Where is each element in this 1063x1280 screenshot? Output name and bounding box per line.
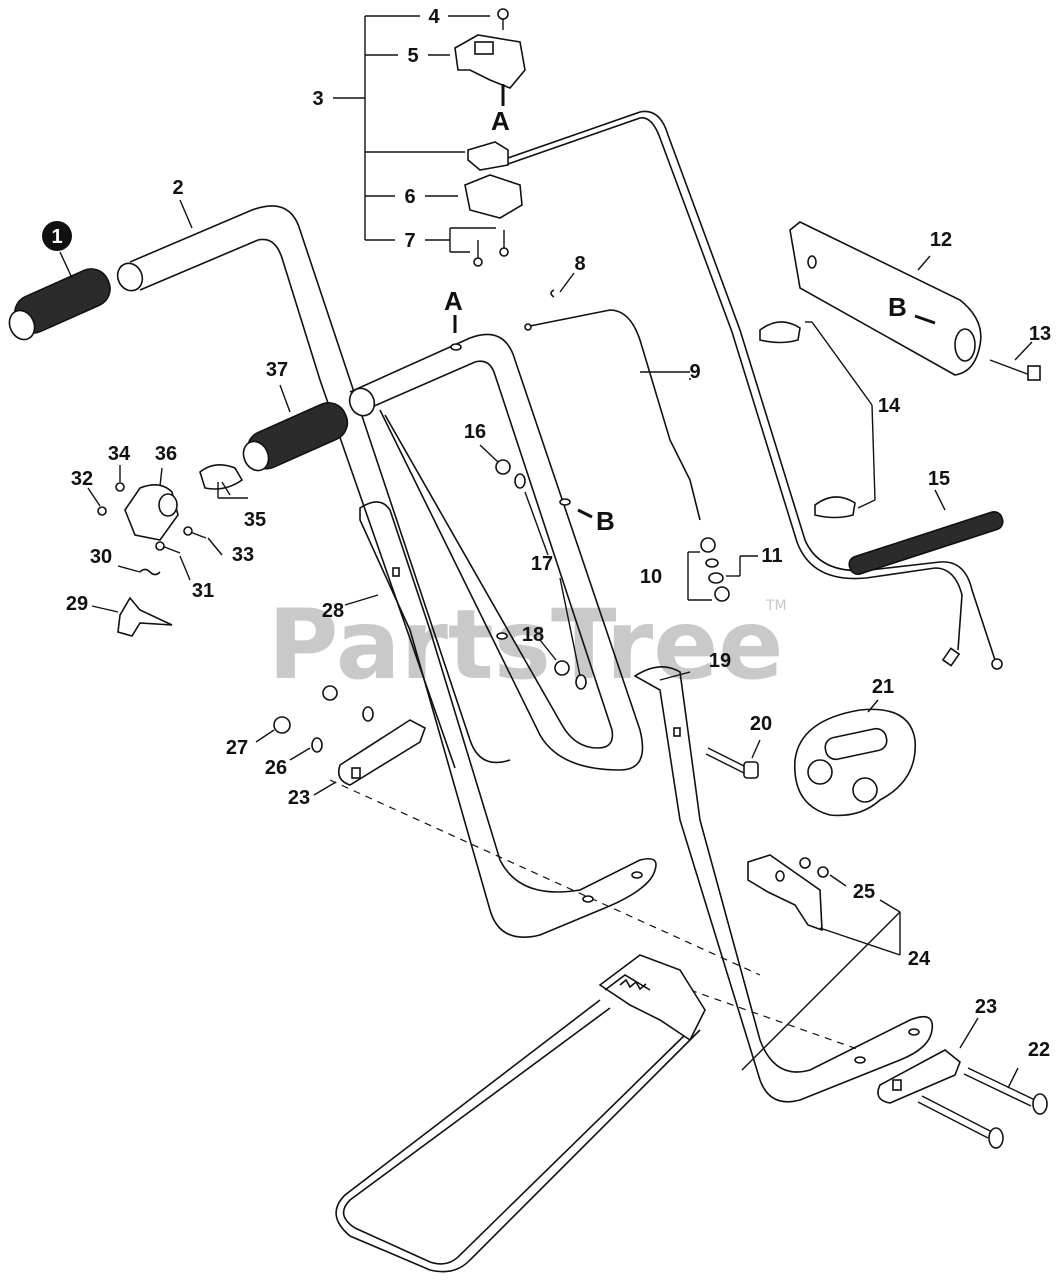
hour-meter-5 <box>454 34 526 89</box>
callout-31: 31 <box>192 580 214 602</box>
callout-5: 5 <box>407 45 418 67</box>
callout-14: 14 <box>878 395 901 417</box>
tube-end-37 <box>348 387 376 417</box>
callout-29: 29 <box>66 593 88 615</box>
screws-25 <box>799 857 829 878</box>
callout-24: 24 <box>908 948 931 970</box>
wire-harness <box>507 110 996 661</box>
callout-37: 37 <box>266 359 288 381</box>
upper-handle <box>129 205 511 769</box>
ref-mark-b-bracket: B <box>888 292 907 322</box>
switch-housing-6 <box>464 174 523 219</box>
callout-8: 8 <box>574 253 585 275</box>
ref-mark-b-handle: B <box>596 506 615 536</box>
leader-lines <box>59 15 1033 1089</box>
callout-36: 36 <box>155 443 177 465</box>
screw-33 <box>183 526 207 539</box>
wire-terminal-right <box>991 658 1003 670</box>
callout-32: 32 <box>71 468 93 490</box>
handle-hole-mid <box>496 632 508 640</box>
callout-10: 10 <box>640 566 662 588</box>
bracket-24 <box>747 854 823 932</box>
clamp-23-left <box>337 719 426 786</box>
lower-handle-right <box>633 666 934 1103</box>
callout-4: 4 <box>428 6 440 28</box>
nut-27 <box>273 685 338 734</box>
washer-17b <box>575 674 587 690</box>
bolts-22 <box>917 1067 1048 1149</box>
lower-handle <box>359 501 657 939</box>
callout-22: 22 <box>1028 1039 1050 1061</box>
handle-hole-a <box>450 343 462 351</box>
callout-6: 6 <box>404 186 415 208</box>
callout-13: 13 <box>1029 323 1051 345</box>
grip-1 <box>8 268 111 341</box>
screw-4 <box>497 8 509 30</box>
callout-17: 17 <box>531 553 553 575</box>
callout-28: 28 <box>322 600 344 622</box>
middle-handle-frame <box>349 333 644 771</box>
nut-16 <box>495 459 511 475</box>
washer-26 <box>311 706 374 753</box>
callout-3: 3 <box>312 88 323 110</box>
callout-33: 33 <box>232 544 254 566</box>
callout-11: 11 <box>761 545 782 567</box>
alignment-line-upper <box>329 779 761 976</box>
callout-23-right: 23 <box>975 996 997 1018</box>
bail-wire <box>335 999 701 1273</box>
watermark-trademark: TM <box>765 598 787 614</box>
callout-9: 9 <box>689 361 700 383</box>
screws-7 <box>473 230 509 267</box>
control-cable-9 <box>529 309 701 521</box>
callout-16: 16 <box>464 421 486 443</box>
callout-2: 2 <box>172 177 183 199</box>
handle-hole-b <box>559 498 571 506</box>
bracket-21 <box>794 708 916 817</box>
callout-19: 19 <box>709 650 731 672</box>
retainer-8 <box>550 289 555 298</box>
nut-32 <box>97 506 107 516</box>
callout-1: 1 <box>42 221 72 251</box>
housing-36 <box>124 484 179 541</box>
callout-18: 18 <box>522 624 544 646</box>
grip-37 <box>242 402 349 472</box>
callout-34: 34 <box>108 443 131 465</box>
hardware-10-11 <box>700 537 730 602</box>
callout-15: 15 <box>928 468 950 490</box>
spring-30 <box>139 568 161 576</box>
nut-34 <box>115 482 125 492</box>
callout-35: 35 <box>244 509 266 531</box>
lever-29 <box>117 596 173 637</box>
callout-25: 25 <box>853 881 875 903</box>
nut-18 <box>554 660 570 676</box>
screw-31 <box>155 541 181 554</box>
callout-26: 26 <box>265 757 287 779</box>
callout-20: 20 <box>750 713 772 735</box>
alignment-line-lower <box>689 989 861 1051</box>
clips-14 <box>759 321 856 519</box>
switch-connector <box>467 141 509 171</box>
callout-23-left: 23 <box>288 787 310 809</box>
watermark-text: PartsTree <box>268 589 783 701</box>
clip-35 <box>199 464 244 490</box>
tube-end-2 <box>116 262 144 292</box>
wire-terminal-left <box>941 647 961 667</box>
ref-mark-a-top: A <box>491 106 510 136</box>
bolt-20 <box>705 747 759 779</box>
callout-12: 12 <box>930 229 952 251</box>
callout-27: 27 <box>226 737 248 759</box>
bolt-13 <box>989 359 1041 381</box>
ref-mark-a-handle: A <box>444 286 463 316</box>
callout-21: 21 <box>872 676 894 698</box>
svg-text:1: 1 <box>51 226 62 248</box>
callout-30: 30 <box>90 546 112 568</box>
bracket-12 <box>789 221 982 376</box>
tube-15 <box>848 510 1004 576</box>
bail-bracket <box>598 954 706 1042</box>
washer-17 <box>514 473 526 489</box>
clamp-23-right <box>877 1049 961 1104</box>
callout-7: 7 <box>404 230 415 252</box>
